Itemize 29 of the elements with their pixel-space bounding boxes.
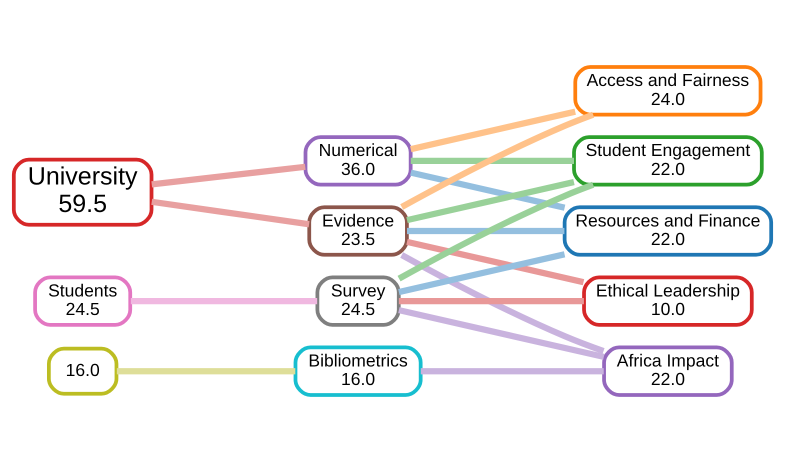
node-box: University 59.5 <box>12 158 154 227</box>
node-box: Numerical 36.0 <box>304 135 413 187</box>
connector <box>407 228 564 234</box>
node-box: Resources and Finance 22.0 <box>562 205 774 257</box>
connector <box>400 252 605 354</box>
connector <box>130 298 318 304</box>
node-box: Access and Fairness 24.0 <box>573 65 762 116</box>
node-box: Survey 24.5 <box>316 275 401 327</box>
node-box: Students 24.5 <box>33 275 132 327</box>
node-box: Ethical Leadership 10.0 <box>582 275 754 327</box>
node-box: Student Engagement 22.0 <box>572 135 764 187</box>
connector <box>420 368 604 374</box>
node-box: Evidence 23.5 <box>307 205 409 257</box>
connector <box>398 182 594 282</box>
connector <box>398 307 605 360</box>
connector <box>398 251 566 296</box>
connector <box>406 238 584 286</box>
connector <box>400 112 594 210</box>
connector <box>410 108 576 152</box>
connector <box>410 158 574 164</box>
connector <box>151 198 310 228</box>
node-box: 16.0 <box>46 346 118 396</box>
connector <box>410 170 566 211</box>
node-box: Africa Impact 22.0 <box>602 346 734 397</box>
node-box: Bibliometrics 16.0 <box>294 346 423 397</box>
connector <box>406 179 575 224</box>
connector <box>151 164 306 188</box>
connector <box>116 368 296 374</box>
connector <box>398 298 584 304</box>
